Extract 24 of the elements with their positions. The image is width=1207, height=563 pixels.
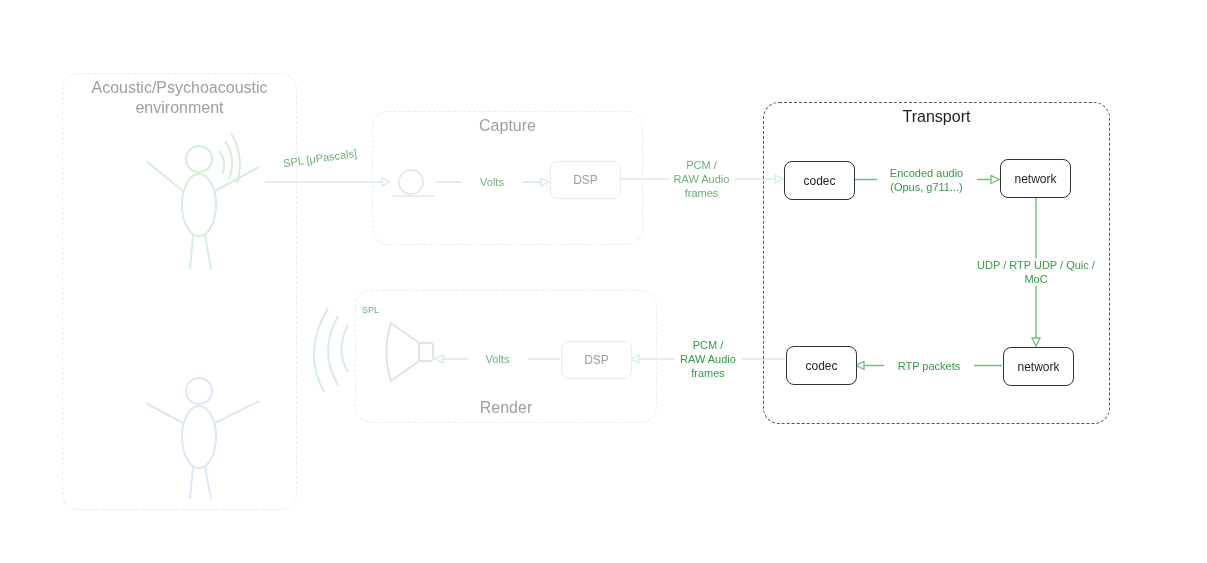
process-box [784, 161, 855, 200]
box-label: network [1017, 358, 1060, 376]
edge-label: SPL [μPascals] [280, 145, 359, 172]
group-title: Capture [478, 116, 537, 136]
process-box [1000, 159, 1071, 198]
box-label: DSP [584, 352, 609, 369]
edge-label: PCM / RAW Audio frames [668, 158, 735, 200]
box-label: DSP [573, 172, 598, 189]
signal-label: SPL [362, 304, 379, 317]
arrow [264, 177, 391, 187]
edge-label: PCM / RAW Audio frames [675, 338, 741, 380]
process-box [550, 161, 621, 199]
group-title: Acoustic/Psychoacoustic environment [90, 78, 269, 118]
edge-label: Volts [462, 175, 522, 189]
edge-label: Volts [467, 352, 528, 366]
box-label: codec [803, 172, 836, 190]
process-box [1003, 347, 1074, 386]
box-label: codec [805, 357, 838, 375]
box-label: network [1014, 170, 1057, 188]
process-box [561, 341, 632, 379]
group-title: Render [478, 398, 534, 418]
microphone-drawing [391, 167, 436, 199]
group-title: Transport [901, 107, 972, 127]
process-box [786, 346, 857, 385]
